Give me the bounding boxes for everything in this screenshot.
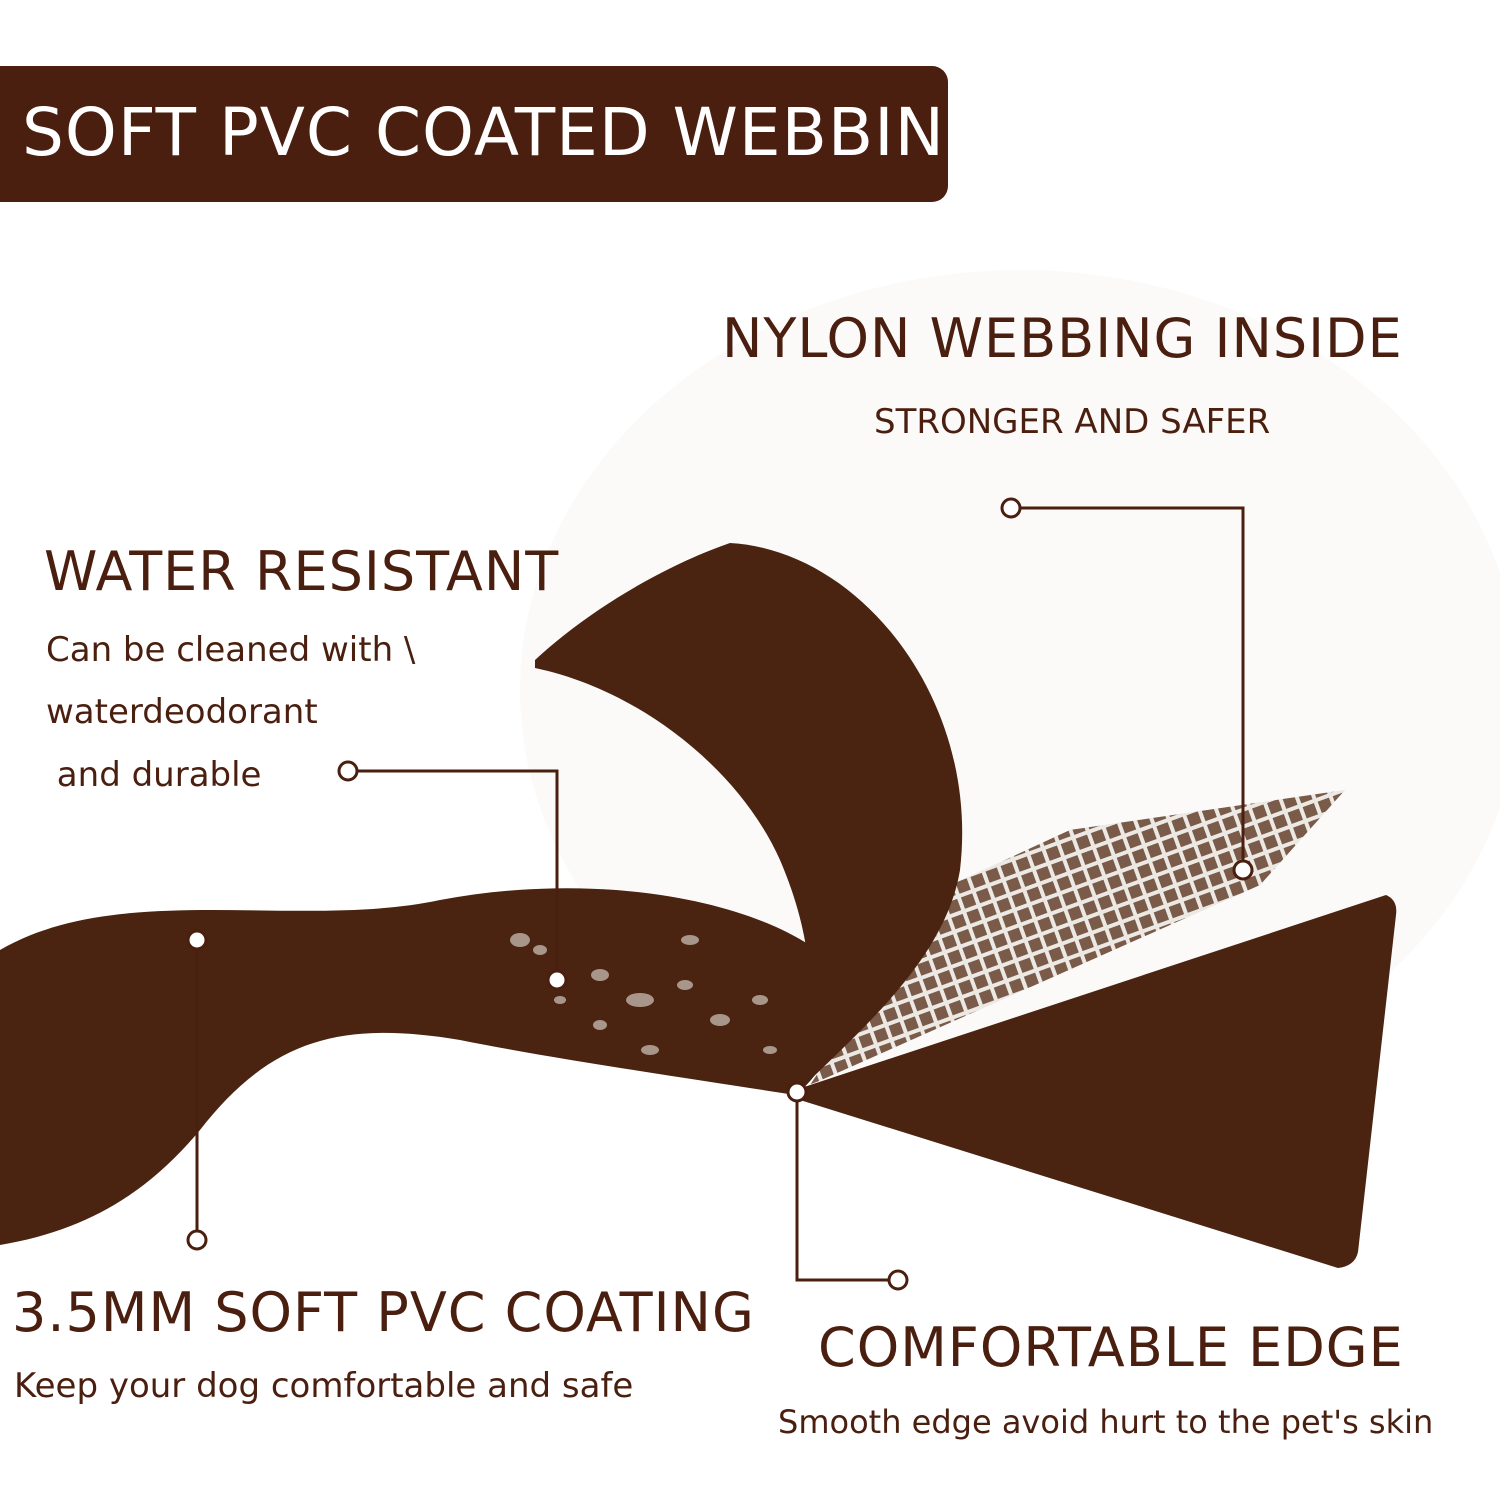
callout-dot-icon (546, 969, 568, 991)
feature-title-pvc: 3.5MM SOFT PVC COATING (12, 1281, 755, 1344)
strap-main-body (0, 888, 843, 1245)
callout-dot-icon (186, 1229, 208, 1251)
feature-desc-water-line3: and durable (46, 755, 262, 795)
callout-line-nylon (1020, 506, 1245, 870)
feature-desc-nylon: STRONGER AND SAFER (874, 402, 1271, 442)
strap-curl-flap (535, 543, 963, 1090)
callout-dot-icon (337, 760, 359, 782)
callout-dots (186, 497, 1254, 1291)
feature-title-nylon: NYLON WEBBING INSIDE (722, 307, 1403, 370)
feature-title-water: WATER RESISTANT (44, 540, 560, 603)
header-title: SOFT PVC COATED WEBBING (22, 94, 998, 171)
feature-desc-water-line2: waterdeodorant (46, 692, 318, 732)
feature-title-edge: COMFORTABLE EDGE (818, 1316, 1404, 1379)
callout-lines (195, 506, 1245, 1282)
callout-line-water (357, 769, 559, 980)
callout-dot-icon (786, 1081, 808, 1103)
feature-desc-edge: Smooth edge avoid hurt to the pet's skin (778, 1403, 1434, 1441)
callout-dot-icon (1232, 859, 1254, 881)
feature-desc-pvc: Keep your dog comfortable and safe (14, 1366, 634, 1406)
callout-dot-icon (186, 929, 208, 951)
callout-line-edge (795, 1092, 888, 1282)
callout-dot-icon (1000, 497, 1022, 519)
strap-right-segment (795, 895, 1397, 1268)
header-banner: SOFT PVC COATED WEBBING (0, 66, 996, 202)
feature-desc-water-line1: Can be cleaned with \ (46, 630, 416, 670)
water-droplets (510, 933, 777, 1055)
callout-dot-icon (887, 1269, 909, 1291)
background-glow (520, 270, 1500, 1110)
